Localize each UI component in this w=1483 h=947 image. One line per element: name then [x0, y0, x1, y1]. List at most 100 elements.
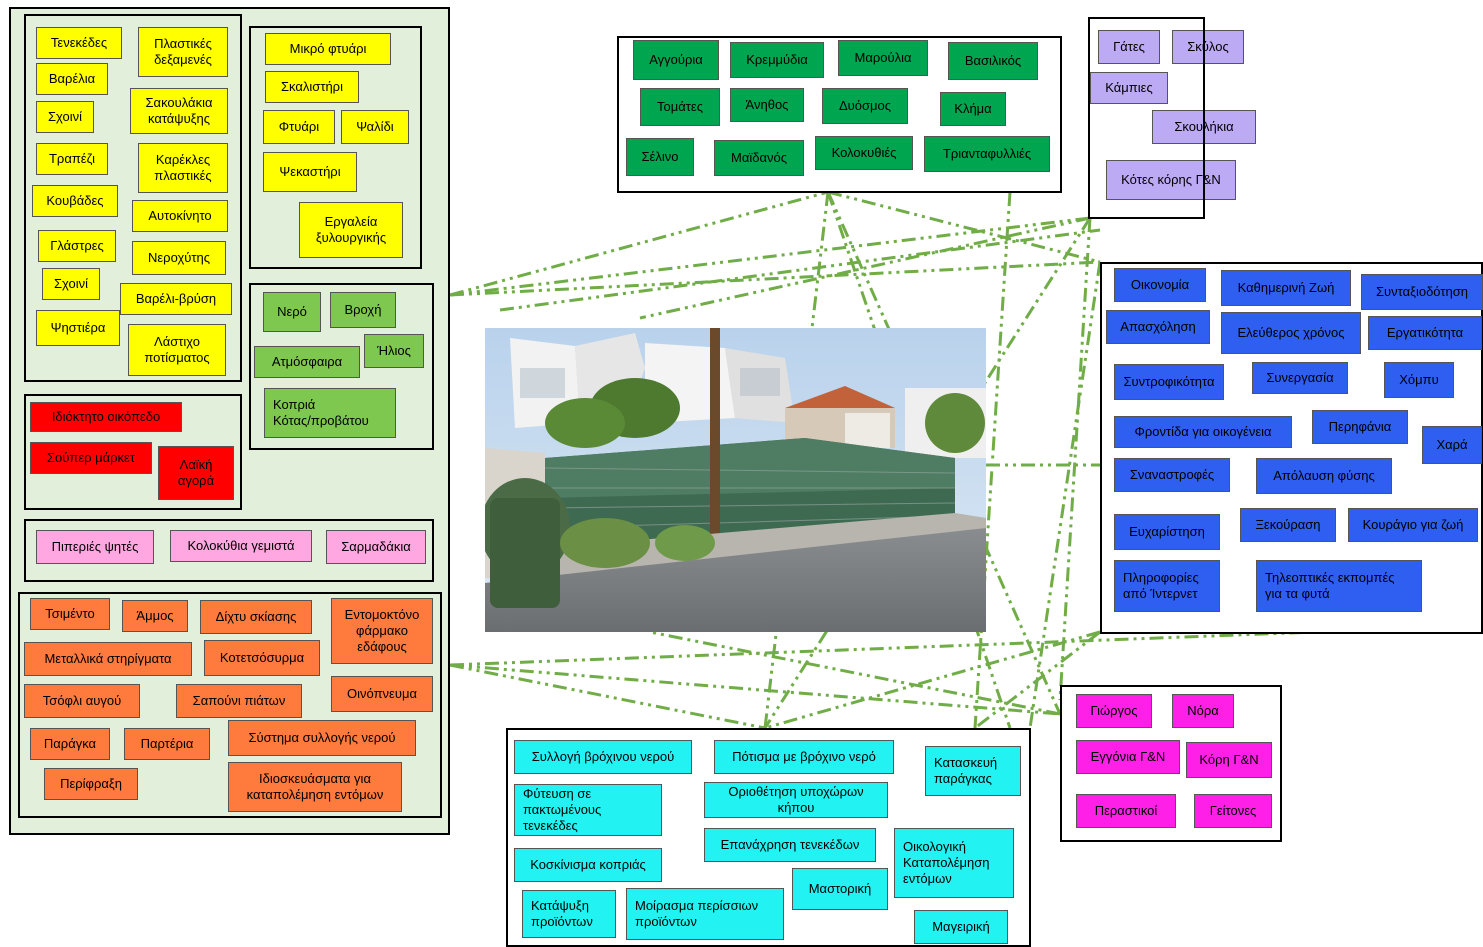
value-node: Συνταξιοδότηση: [1361, 274, 1483, 310]
dish-node: Σαρμαδάκια: [326, 530, 426, 564]
plant-node: Μαϊδανός: [714, 140, 804, 176]
material-node: Τσιμέντο: [30, 598, 110, 630]
value-node: Καθημερινή Ζωή: [1221, 270, 1351, 306]
activity-node: Μαγειρική: [914, 910, 1008, 944]
tool-node: Αυτοκίνητο: [132, 200, 228, 232]
material-node: Σύστημα συλλογής νερού: [228, 720, 416, 756]
person-node: Γιώργος: [1076, 694, 1152, 728]
nature-node: Ήλιος: [364, 334, 424, 368]
material-node: Μεταλλικά στηρίγματα: [24, 642, 192, 676]
animal-node: Κότες κόρης Γ&Ν: [1106, 160, 1236, 200]
garden-tool-node: Φτυάρι: [263, 110, 335, 144]
material-node: Παράγκα: [30, 728, 110, 760]
material-node: Οινόπνευμα: [331, 676, 433, 712]
material-node: Ιδιοσκευάσματα για καταπολέμηση εντόμων: [228, 762, 402, 812]
garden-tool-node: Σκαλιστήρι: [265, 71, 359, 103]
garden-tool-node: Ψεκαστήρι: [263, 152, 357, 192]
activity-node: Οικολογική Καταπολέμηση εντόμων: [894, 828, 1014, 898]
activity-node: Μαστορική: [792, 868, 888, 910]
value-node: Συνεργασία: [1252, 362, 1348, 394]
material-node: Εντομοκτόνο φάρμακο εδάφους: [331, 598, 433, 664]
tool-node: Καρέκλες πλαστικές: [138, 143, 228, 193]
material-node: Άμμος: [122, 600, 188, 632]
tool-node: Τενεκέδες: [36, 27, 122, 59]
person-node: Εγγόνια Γ&Ν: [1076, 740, 1180, 774]
person-node: Κόρη Γ&Ν: [1186, 742, 1272, 778]
garden-tool-node: Μικρό φτυάρι: [265, 33, 391, 65]
activity-node: Φύτευση σε πακτωμένους τενεκέδες: [514, 784, 662, 836]
nature-node: Κοπριά Κότας/προβάτου: [264, 388, 396, 438]
value-node: Απόλαυση φύσης: [1256, 458, 1392, 494]
tool-node: Τραπέζι: [36, 143, 108, 175]
value-node: Πληροφορίες από Ίντερνετ: [1114, 560, 1220, 612]
garden-tool-node: Ψαλίδι: [341, 110, 409, 144]
garden-photo: [485, 328, 986, 632]
plant-node: Δυόσμος: [822, 88, 908, 124]
tool-node: Κουβάδες: [32, 185, 118, 217]
value-node: Οικονομία: [1114, 268, 1206, 302]
value-node: Ξεκούραση: [1240, 508, 1336, 542]
tool-node: Ψηστιέρα: [36, 310, 120, 346]
tool-node: Γλάστρες: [38, 230, 116, 262]
tool-node: Λάστιχο ποτίσματος: [128, 324, 226, 376]
animal-node: Γάτες: [1098, 30, 1160, 64]
dish-node: Κολοκύθια γεμιστά: [170, 530, 312, 562]
tool-node: Βαρέλι-βρύση: [120, 283, 232, 315]
tool-node: Σχοινί: [42, 268, 100, 300]
activity-node: Οριοθέτηση υποχώρων κήπου: [704, 782, 888, 818]
activity-node: Κατάψυξη προϊόντων: [522, 890, 616, 938]
material-node: Τσόφλι αυγού: [24, 684, 140, 718]
activity-node: Συλλογή βρόχινου νερού: [514, 740, 692, 774]
material-node: Σαπούνι πιάτων: [176, 684, 302, 718]
value-node: Κουράγιο για ζωή: [1348, 508, 1478, 542]
plant-node: Σέλινο: [626, 138, 694, 176]
dish-node: Πιπεριές ψητές: [36, 530, 154, 564]
place-node: Σούπερ μάρκετ: [30, 442, 152, 474]
animal-node: Κάμπιες: [1090, 72, 1168, 104]
nature-node: Νερό: [263, 292, 321, 332]
plant-node: Βασιλικός: [948, 42, 1038, 80]
material-node: Δίχτυ σκίασης: [200, 600, 312, 634]
value-node: Τηλεοπτικές εκπομπές για τα φυτά: [1256, 560, 1422, 612]
plant-node: Μαρούλια: [838, 40, 928, 76]
activity-node: Επανάχρηση τενεκέδων: [704, 828, 876, 862]
plant-node: Τριανταφυλλιές: [924, 136, 1050, 172]
value-node: Χαρά: [1422, 426, 1482, 464]
tool-node: Πλαστικές δεξαμενές: [138, 27, 228, 77]
activity-node: Πότισμα με βρόχινο νερό: [714, 740, 894, 774]
value-node: Εργατικότητα: [1368, 316, 1482, 350]
nature-node: Ατμόσφαιρα: [254, 346, 360, 378]
nature-node: Βροχή: [330, 292, 396, 328]
activity-node: Κοσκίνισμα κοπριάς: [514, 848, 662, 882]
garden-tool-node: Εργαλεία ξυλουργικής: [299, 202, 403, 258]
value-node: Χόμπυ: [1384, 362, 1454, 398]
tool-node: Σακουλάκια κατάψυξης: [130, 88, 228, 134]
value-node: Περηφάνια: [1312, 410, 1408, 444]
material-node: Παρτέρια: [124, 728, 210, 760]
place-node: Λαϊκή αγορά: [158, 446, 234, 500]
plant-node: Τομάτες: [640, 88, 720, 126]
material-node: Περίφραξη: [44, 768, 138, 800]
plant-node: Κλήμα: [940, 92, 1006, 126]
plant-node: Άνηθος: [730, 88, 804, 122]
tool-node: Βαρέλια: [36, 63, 108, 95]
value-node: Σναναστροφές: [1114, 458, 1230, 492]
tool-node: Σχοινί: [36, 101, 94, 133]
plant-node: Κολοκυθιές: [815, 136, 913, 170]
person-node: Νόρα: [1172, 694, 1234, 728]
activity-node: Κατασκευή παράγκας: [925, 746, 1021, 796]
animals-frame-outline: [1088, 17, 1205, 219]
place-node: Ιδιόκτητο οικόπεδο: [30, 402, 182, 432]
plant-node: Κρεμμύδια: [730, 42, 824, 78]
material-node: Κοτετσόσυρμα: [204, 640, 320, 676]
animal-node: Σκύλος: [1172, 30, 1244, 64]
tool-node: Νεροχύτης: [132, 241, 226, 275]
person-node: Περαστικοί: [1076, 794, 1176, 828]
value-node: Συντροφικότητα: [1114, 364, 1224, 400]
value-node: Φροντίδα για οικογένεια: [1114, 416, 1292, 448]
person-node: Γείτονες: [1194, 794, 1272, 828]
value-node: Ευχαρίστηση: [1114, 514, 1220, 550]
value-node: Απασχόληση: [1106, 310, 1210, 344]
activity-node: Μοίρασμα περίσσιων προϊόντων: [626, 888, 784, 940]
value-node: Ελεύθερος χρόνος: [1221, 312, 1361, 354]
